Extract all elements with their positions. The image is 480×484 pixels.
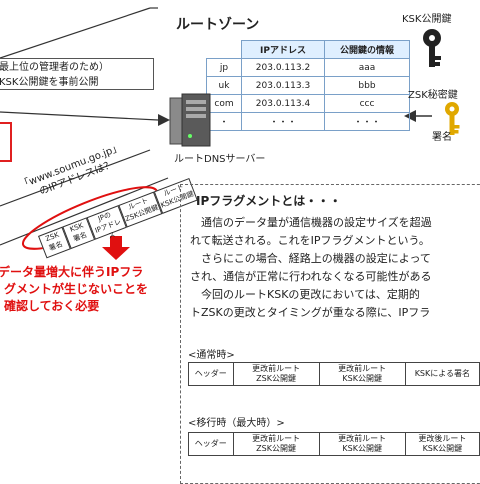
table-row: com 203.0.113.4 ccc	[206, 94, 410, 113]
seq-cell-line: KSK公開鍵	[422, 444, 463, 453]
key-cell: bbb	[324, 76, 410, 95]
warning-line3: 確認しておく必要	[4, 299, 100, 313]
zsk-secret-key-label: ZSK秘密鍵	[408, 90, 458, 101]
seq-cell-line: ZSK公開鍵	[256, 374, 296, 383]
table-row: ・ ・・・ ・・・	[206, 112, 410, 131]
seq-cell-line: ヘッダー	[194, 369, 227, 378]
table-row: uk 203.0.113.3 bbb	[206, 76, 410, 95]
seq-cell-line: KSK公開鍵	[342, 444, 382, 453]
transition-label: <移行時（最大時）>	[188, 418, 285, 429]
ksk-public-key-label: KSK公開鍵	[402, 14, 452, 25]
root-zone-table: IPアドレス 公開鍵の情報 jp 203.0.113.2 aaa uk 203.…	[206, 40, 410, 131]
description-line: トZSKの更改とタイミングが重なる際に、IPフラ	[190, 306, 431, 319]
warning-line2: グメントが生じないことを	[4, 282, 149, 296]
ip-fragment-title: IPフラグメントとは・・・	[196, 194, 342, 208]
seq-cell-line: 更改前ルート	[338, 364, 387, 373]
ip-cell: 203.0.113.2	[241, 58, 325, 77]
header-ip-address: IPアドレス	[241, 40, 325, 59]
seq-cell-line: 更改後ルート	[418, 434, 467, 443]
signature-label: 署名	[432, 132, 452, 143]
table-corner	[206, 40, 242, 59]
description-line: さらにこの場合、経路上の機器の設定によって	[190, 252, 431, 265]
manager-note-box: 最上位の管理者のため） KSK公開鍵を事前公開	[0, 58, 154, 90]
seq-cell-ksk-signature: KSKによる署名	[404, 362, 480, 386]
key-cell: ・・・	[324, 112, 410, 131]
root-zone-title: ルートゾーン	[176, 17, 260, 33]
seq-cell-line: 更改前ルート	[252, 364, 301, 373]
fragment-warning-text: データ量増大に伴うIPフラ グメントが生じないことを 確認しておく必要	[0, 264, 158, 315]
manager-note-line1: 最上位の管理者のため）	[0, 62, 109, 73]
key-cell: aaa	[324, 58, 410, 77]
warning-line1: データ量増大に伴うIPフラ	[0, 265, 144, 279]
description-line: され、通信が正常に行われなくなる可能性がある	[190, 270, 432, 283]
table-row: jp 203.0.113.2 aaa	[206, 58, 410, 77]
description-line: 今回のルートKSKの更改においては、定期的	[190, 288, 420, 301]
server-icon	[169, 93, 211, 147]
ip-fragment-description: 通信のデータ量が通信機器の設定サイズを超過 れて転送される。これをIPフラグメン…	[190, 214, 480, 322]
ip-cell: 203.0.113.4	[241, 94, 325, 113]
seq-cell-line: 更改前ルート	[252, 434, 301, 443]
seq-cell-header: ヘッダー	[188, 432, 234, 456]
description-line: れて転送される。これをIPフラグメントという。	[190, 234, 430, 247]
seq-cell-line: KSKによる署名	[414, 369, 471, 378]
key-cell: ccc	[324, 94, 410, 113]
black-key-icon	[423, 29, 441, 67]
seq-cell-line: 更改前ルート	[338, 434, 387, 443]
normal-label: <通常時>	[188, 350, 235, 361]
header-public-key-info: 公開鍵の情報	[324, 40, 410, 59]
seq-cell-line: ZSK公開鍵	[256, 444, 296, 453]
description-line: 通信のデータ量が通信機器の設定サイズを超過	[190, 216, 432, 229]
seq-cell-line: KSK公開鍵	[342, 374, 382, 383]
seq-cell-line: ヘッダー	[194, 439, 227, 448]
ip-cell: 203.0.113.3	[241, 76, 325, 95]
ip-cell: ・・・	[241, 112, 325, 131]
tld-cell: jp	[206, 58, 242, 77]
manager-note-line2: KSK公開鍵を事前公開	[0, 77, 99, 88]
seq-cell-header: ヘッダー	[188, 362, 234, 386]
root-dns-server-label: ルートDNSサーバー	[174, 154, 266, 165]
red-highlight-box	[0, 122, 12, 162]
gold-key-icon	[445, 102, 460, 135]
